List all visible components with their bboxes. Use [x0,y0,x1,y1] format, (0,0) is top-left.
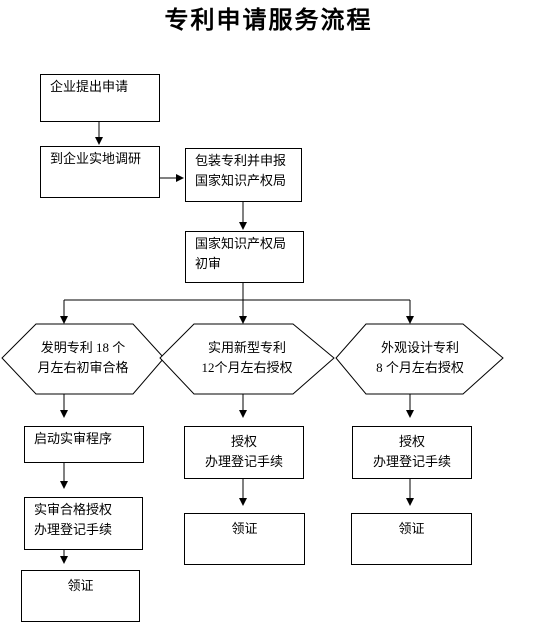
node-cert-utility-label: 领证 [231,522,258,537]
label-utility: 实用新型专利 12个月左右授权 [168,338,326,378]
node-grant-utility: 授权 办理登记手续 [184,426,304,479]
node-grant-invention: 实审合格授权 办理登记手续 [24,497,143,550]
node-grant-design: 授权 办理登记手续 [352,426,472,479]
node-grant-utility-line2: 办理登记手续 [204,455,283,470]
node-package-line1: 包装专利并申报 [195,154,287,169]
node-substantive-label: 启动实审程序 [34,432,113,447]
label-design: 外观设计专利 8 个月左右授权 [344,338,496,378]
node-cert-design-label: 领证 [398,522,425,537]
node-cert-invention: 领证 [21,570,140,622]
node-substantive: 启动实审程序 [24,426,144,463]
label-invention: 发明专利 18 个 月左右初审合格 [10,338,156,378]
diamond-design [335,323,504,395]
diamond-invention [1,323,165,395]
node-survey-label: 到企业实地调研 [50,152,142,167]
node-package-line2: 国家知识产权局 [195,174,287,189]
label-design-line2: 8 个月左右授权 [376,360,464,375]
label-utility-line2: 12个月左右授权 [201,360,293,375]
node-grant-invention-line1: 实审合格授权 [34,503,113,518]
node-package: 包装专利并申报 国家知识产权局 [185,148,302,202]
diamond-utility [159,323,335,395]
node-review: 国家知识产权局 初审 [185,231,304,283]
node-apply-label: 企业提出申请 [50,80,129,95]
node-grant-design-line1: 授权 [398,435,425,450]
label-invention-line1: 发明专利 18 个 [40,340,126,355]
node-review-line1: 国家知识产权局 [195,237,287,252]
node-survey: 到企业实地调研 [40,146,160,198]
node-cert-invention-label: 领证 [67,579,94,594]
node-review-line2: 初审 [195,257,222,272]
node-apply: 企业提出申请 [40,74,160,122]
node-grant-design-line2: 办理登记手续 [372,455,451,470]
page-title: 专利申请服务流程 [164,5,373,34]
node-cert-design: 领证 [351,513,472,565]
node-cert-utility: 领证 [184,513,305,565]
label-invention-line2: 月左右初审合格 [37,360,129,375]
label-design-line1: 外观设计专利 [380,340,459,355]
node-grant-utility-line1: 授权 [230,435,257,450]
label-utility-line1: 实用新型专利 [207,340,286,355]
node-grant-invention-line2: 办理登记手续 [34,523,113,538]
